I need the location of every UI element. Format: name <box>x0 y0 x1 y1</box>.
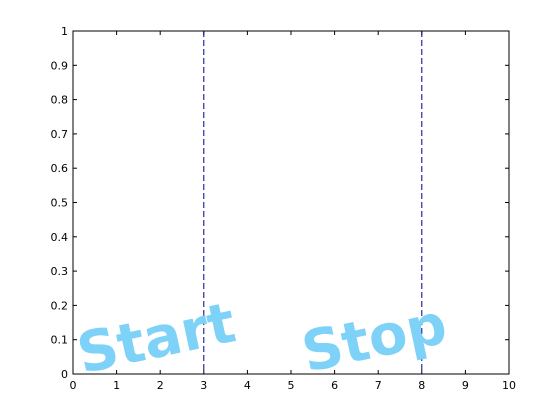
y-tick-label: 0.2 <box>51 299 69 312</box>
y-tick-label: 1 <box>61 25 68 38</box>
y-tick-label: 0.8 <box>51 94 69 107</box>
x-tick-label: 8 <box>418 379 425 392</box>
y-tick-label: 0.5 <box>51 197 69 210</box>
y-axis: 0 0.1 0.2 0.3 0.4 0.5 0.6 0.7 0.8 0.9 1 <box>51 25 509 381</box>
x-tick-label: 5 <box>288 379 295 392</box>
x-tick-label: 9 <box>462 379 469 392</box>
y-tick-label: 0.6 <box>51 162 69 175</box>
y-tick-label: 0.9 <box>51 59 69 72</box>
x-tick-label: 4 <box>244 379 251 392</box>
x-tick-label: 1 <box>113 379 120 392</box>
y-tick-label: 0.1 <box>51 334 69 347</box>
y-tick-label: 0.3 <box>51 265 69 278</box>
plot-area-frame <box>72 30 510 375</box>
x-tick-label: 2 <box>157 379 164 392</box>
y-tick-label: 0 <box>61 368 68 381</box>
y-tick-label: 0.7 <box>51 128 69 141</box>
x-tick-label: 6 <box>331 379 338 392</box>
vertical-markers <box>203 31 423 374</box>
x-tick-label: 0 <box>70 379 77 392</box>
y-tick-label: 0.4 <box>51 231 69 244</box>
axes: 0 1 2 3 4 5 6 7 8 9 10 0 0.1 0.2 0.3 0.4 0.5 0.6 0.7 0.8 0.… <box>51 25 517 392</box>
x-tick-label: 10 <box>502 379 516 392</box>
x-tick-label: 3 <box>200 379 207 392</box>
x-tick-label: 7 <box>375 379 382 392</box>
